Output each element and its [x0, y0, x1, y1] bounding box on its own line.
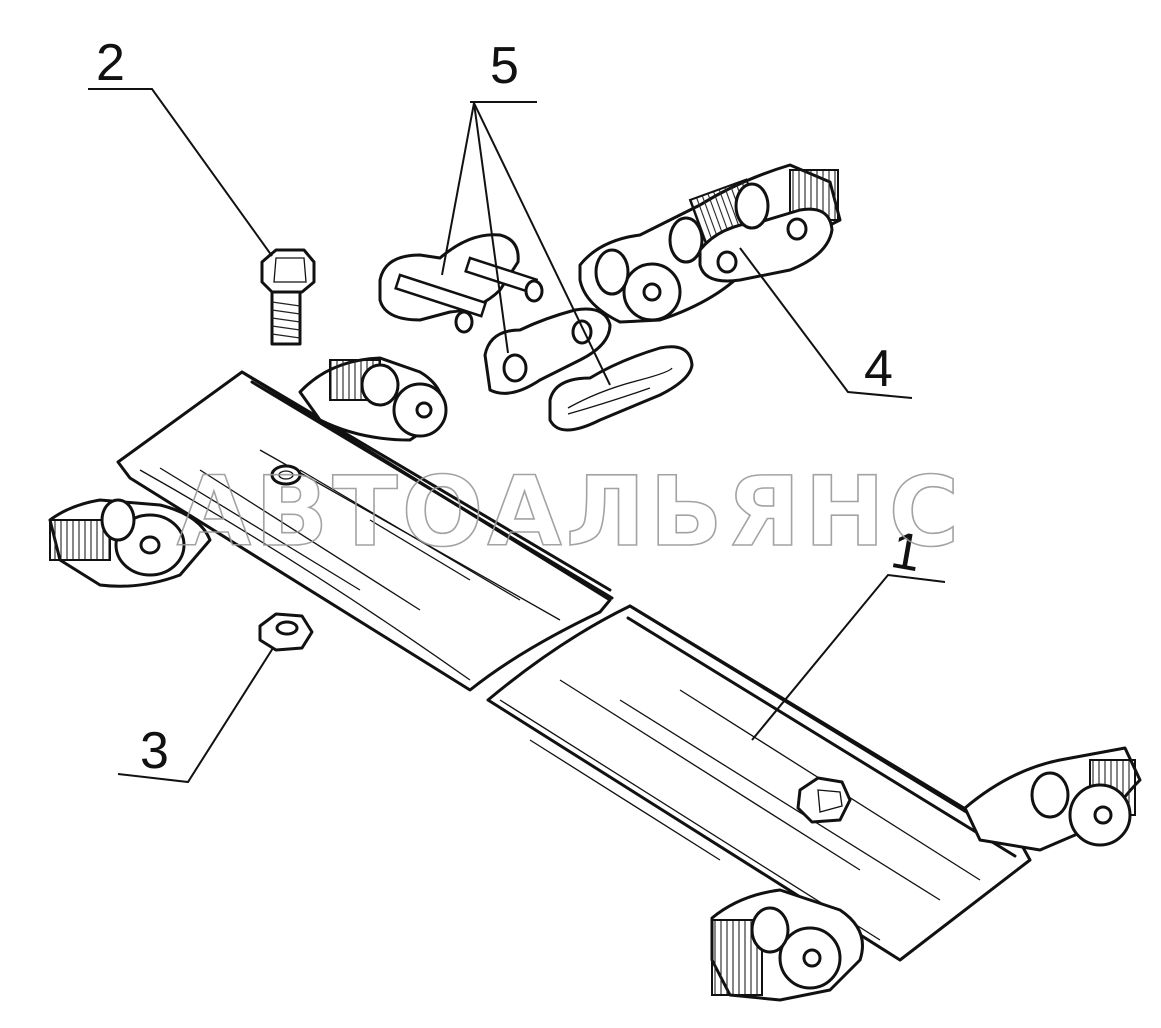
slat-part-1 [116, 370, 1032, 962]
chain-right-upper [963, 746, 1142, 852]
nut-part-3 [258, 612, 314, 652]
callout-3: 3 [140, 722, 169, 780]
chain-part-4 [578, 163, 842, 324]
bolt-part-2 [260, 248, 316, 346]
leader-lines [88, 88, 946, 784]
callout-2: 2 [96, 34, 125, 92]
installed-nut [796, 776, 852, 824]
chain-left [48, 498, 212, 588]
callout-5: 5 [490, 37, 519, 95]
watermark-text: АВТОАЛЬЯНС [177, 456, 963, 568]
connecting-link-part-5 [378, 233, 694, 432]
callout-4: 4 [864, 340, 893, 398]
chain-right-lower [710, 888, 864, 1002]
chain-upper-mid [298, 356, 448, 442]
